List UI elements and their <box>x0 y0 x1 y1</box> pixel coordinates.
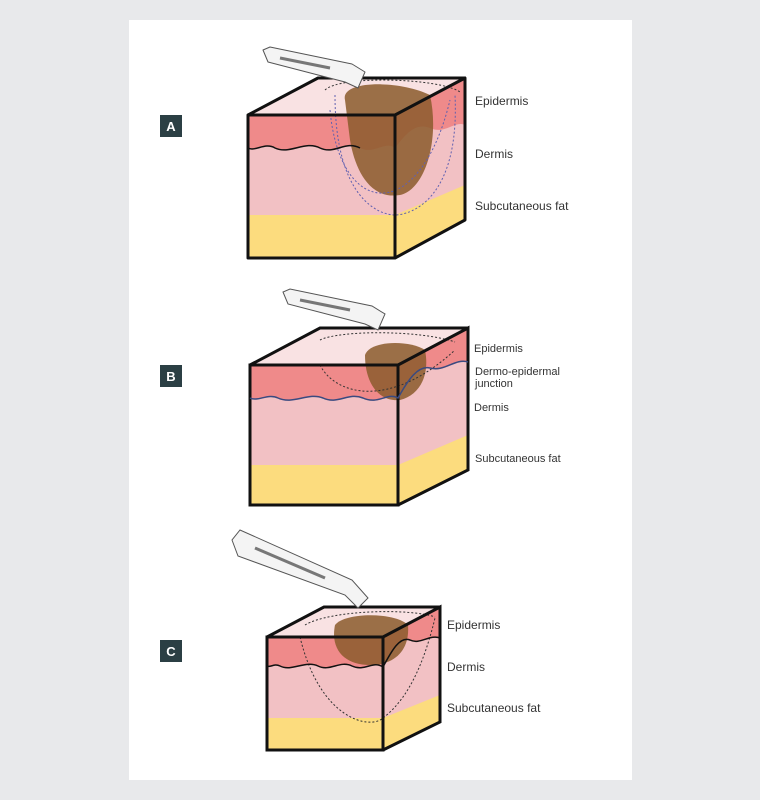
label-junction-b-2: junction <box>475 378 513 390</box>
cube-a <box>246 46 467 260</box>
label-dermis-b: Dermis <box>474 402 509 414</box>
panel-c-badge: C <box>160 640 182 662</box>
label-dermis-c: Dermis <box>447 660 485 674</box>
label-fat-b: Subcutaneous fat <box>475 453 561 465</box>
label-dermis-a: Dermis <box>475 147 513 161</box>
cube-b <box>248 288 470 507</box>
label-fat-c: Subcutaneous fat <box>447 701 541 715</box>
panel-b-badge: B <box>160 365 182 387</box>
cube-c <box>231 529 442 752</box>
label-epidermis-b: Epidermis <box>474 343 523 355</box>
label-fat-a: Subcutaneous fat <box>475 199 569 213</box>
panel-a-badge: A <box>160 115 182 137</box>
label-junction-b-1: Dermo-epidermal <box>475 366 560 378</box>
label-epidermis-a: Epidermis <box>475 94 529 108</box>
label-epidermis-c: Epidermis <box>447 618 501 632</box>
